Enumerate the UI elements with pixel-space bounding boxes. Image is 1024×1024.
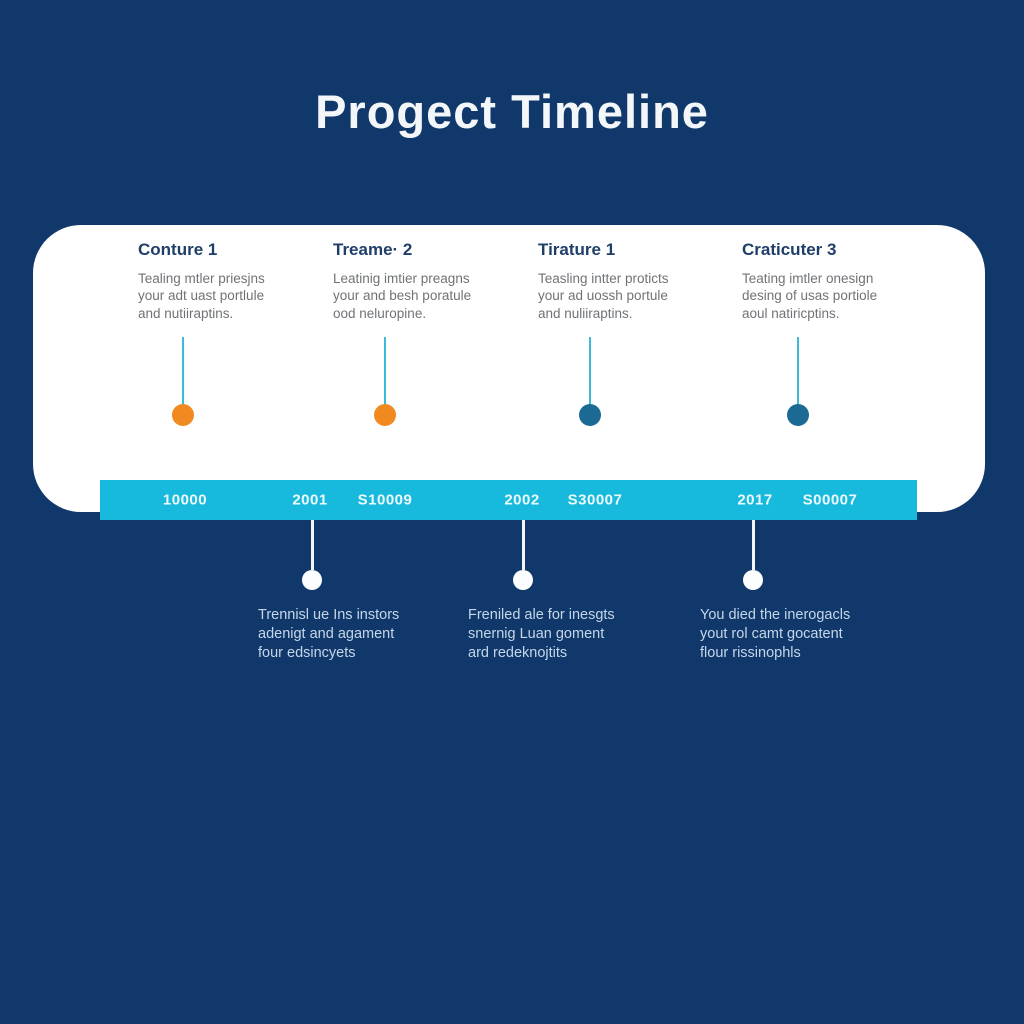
- milestone-column-2: Treame· 2 Leatinig imtier preagns your a…: [333, 240, 501, 322]
- milestone-column-4: Craticuter 3 Teating imtler onesign desi…: [742, 240, 910, 322]
- bar-label: 10000: [162, 491, 208, 509]
- milestone-stem: [797, 337, 799, 405]
- bar-label: 2017: [737, 491, 773, 509]
- milestone-column-3: Tirature 1 Teasling intter proticts your…: [538, 240, 706, 322]
- milestone-title: Craticuter 3: [742, 240, 837, 259]
- page-title: Progect Timeline: [315, 85, 709, 138]
- milestone-description: Tealing mtler priesjns your adt uast por…: [138, 271, 265, 321]
- timeline-card: [33, 225, 985, 512]
- milestone-stem: [384, 337, 386, 405]
- bar-label: 2001: [292, 491, 328, 509]
- milestone-description: Teating imtler onesign desing of usas po…: [742, 271, 878, 321]
- bar-label: S30007: [567, 491, 623, 509]
- bar-label: S10009: [357, 491, 413, 509]
- event-stem: [311, 520, 314, 570]
- milestone-title: Tirature 1: [538, 240, 616, 259]
- bar-label: S00007: [802, 491, 858, 509]
- milestone-description: Teasling intter proticts your ad uossh p…: [538, 271, 669, 321]
- milestone-dot: [374, 404, 396, 426]
- milestone-description: Leatinig imtier preagns your and besh po…: [333, 271, 472, 321]
- event-note: Trennisl ue Ins instors adenigt and agam…: [258, 607, 400, 661]
- milestone-column-1: Conture 1 Tealing mtler priesjns your ad…: [138, 240, 306, 322]
- event-stem: [522, 520, 525, 570]
- milestone-title: Treame· 2: [333, 240, 413, 259]
- event-stem: [752, 520, 755, 570]
- event-dot: [513, 570, 533, 590]
- bar-label: 2002: [504, 491, 540, 509]
- event-note: You died the inerogacls yout rol camt go…: [700, 607, 851, 661]
- event-dot: [302, 570, 322, 590]
- timeline-bar: 10000 2001 S10009 2002 S30007 2017 S0000…: [100, 480, 917, 520]
- event-note: Freniled ale for inesgts snernig Luan go…: [468, 607, 615, 661]
- event-dot: [743, 570, 763, 590]
- milestone-dot: [787, 404, 809, 426]
- milestone-stem: [589, 337, 591, 405]
- milestone-stem: [182, 337, 184, 405]
- milestone-dot: [579, 404, 601, 426]
- milestone-title: Conture 1: [138, 240, 218, 259]
- milestone-dot: [172, 404, 194, 426]
